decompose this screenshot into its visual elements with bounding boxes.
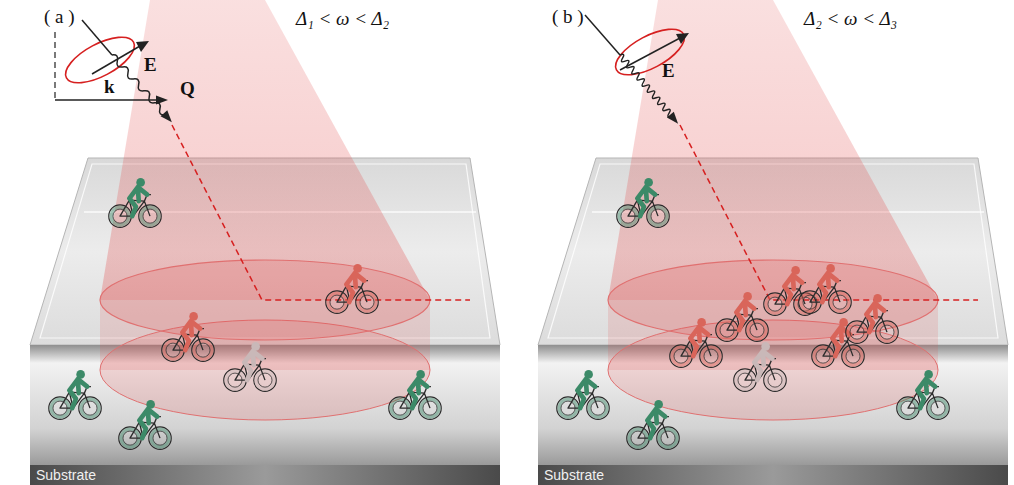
vector-diagram	[676, 33, 689, 44]
cyclist-group	[109, 178, 162, 227]
cyclist-group	[224, 342, 277, 391]
cyclist-group	[670, 318, 723, 367]
vector-diagram	[136, 41, 149, 52]
cyclist-group	[389, 370, 442, 419]
vector-diagram	[82, 20, 112, 55]
vector-label: E	[144, 54, 157, 76]
cyclist-group	[897, 370, 950, 419]
layer-label: Substrate	[36, 467, 96, 483]
vector-diagram	[161, 110, 176, 125]
cyclist-group	[627, 400, 680, 449]
cyclist-group	[162, 312, 215, 361]
vector-diagram	[110, 53, 168, 117]
vector-diagram	[59, 28, 141, 92]
cyclist-group	[119, 400, 172, 449]
vector-diagram	[585, 15, 691, 127]
vector-label: E	[662, 60, 675, 82]
cyclist-group	[326, 264, 379, 313]
cyclist-group	[716, 292, 769, 341]
vector-diagram	[618, 53, 674, 118]
film-stage	[30, 0, 500, 485]
panel-label: ( a )	[44, 6, 75, 28]
cyclist-group	[49, 178, 442, 449]
vector-label: Q	[180, 78, 195, 100]
vector-diagram	[92, 46, 140, 74]
panel-label: ( b )	[552, 6, 584, 28]
cyclist-group	[617, 178, 670, 227]
vector-diagram	[54, 32, 55, 100]
vector-diagram	[55, 99, 158, 101]
cyclist-group	[799, 264, 852, 313]
vector-label: k	[104, 76, 115, 98]
layer-label: Substrate	[544, 467, 604, 483]
vector-diagram	[617, 52, 682, 127]
condition-label: Δ₂ < ω < Δ₃	[804, 8, 897, 30]
cyclist-group	[49, 370, 102, 419]
condition-label: Δ₁ < ω < Δ₂	[296, 8, 389, 30]
vector-diagram	[667, 112, 682, 127]
film-stage	[538, 0, 1008, 485]
cyclist-group	[557, 178, 950, 449]
cyclist-group	[557, 370, 610, 419]
vector-diagram	[109, 52, 176, 125]
vector-diagram	[609, 20, 691, 84]
cyclist-group	[734, 342, 787, 391]
cyclist-group	[846, 294, 899, 343]
vector-diagram	[585, 15, 620, 55]
vector-diagram	[55, 20, 175, 125]
